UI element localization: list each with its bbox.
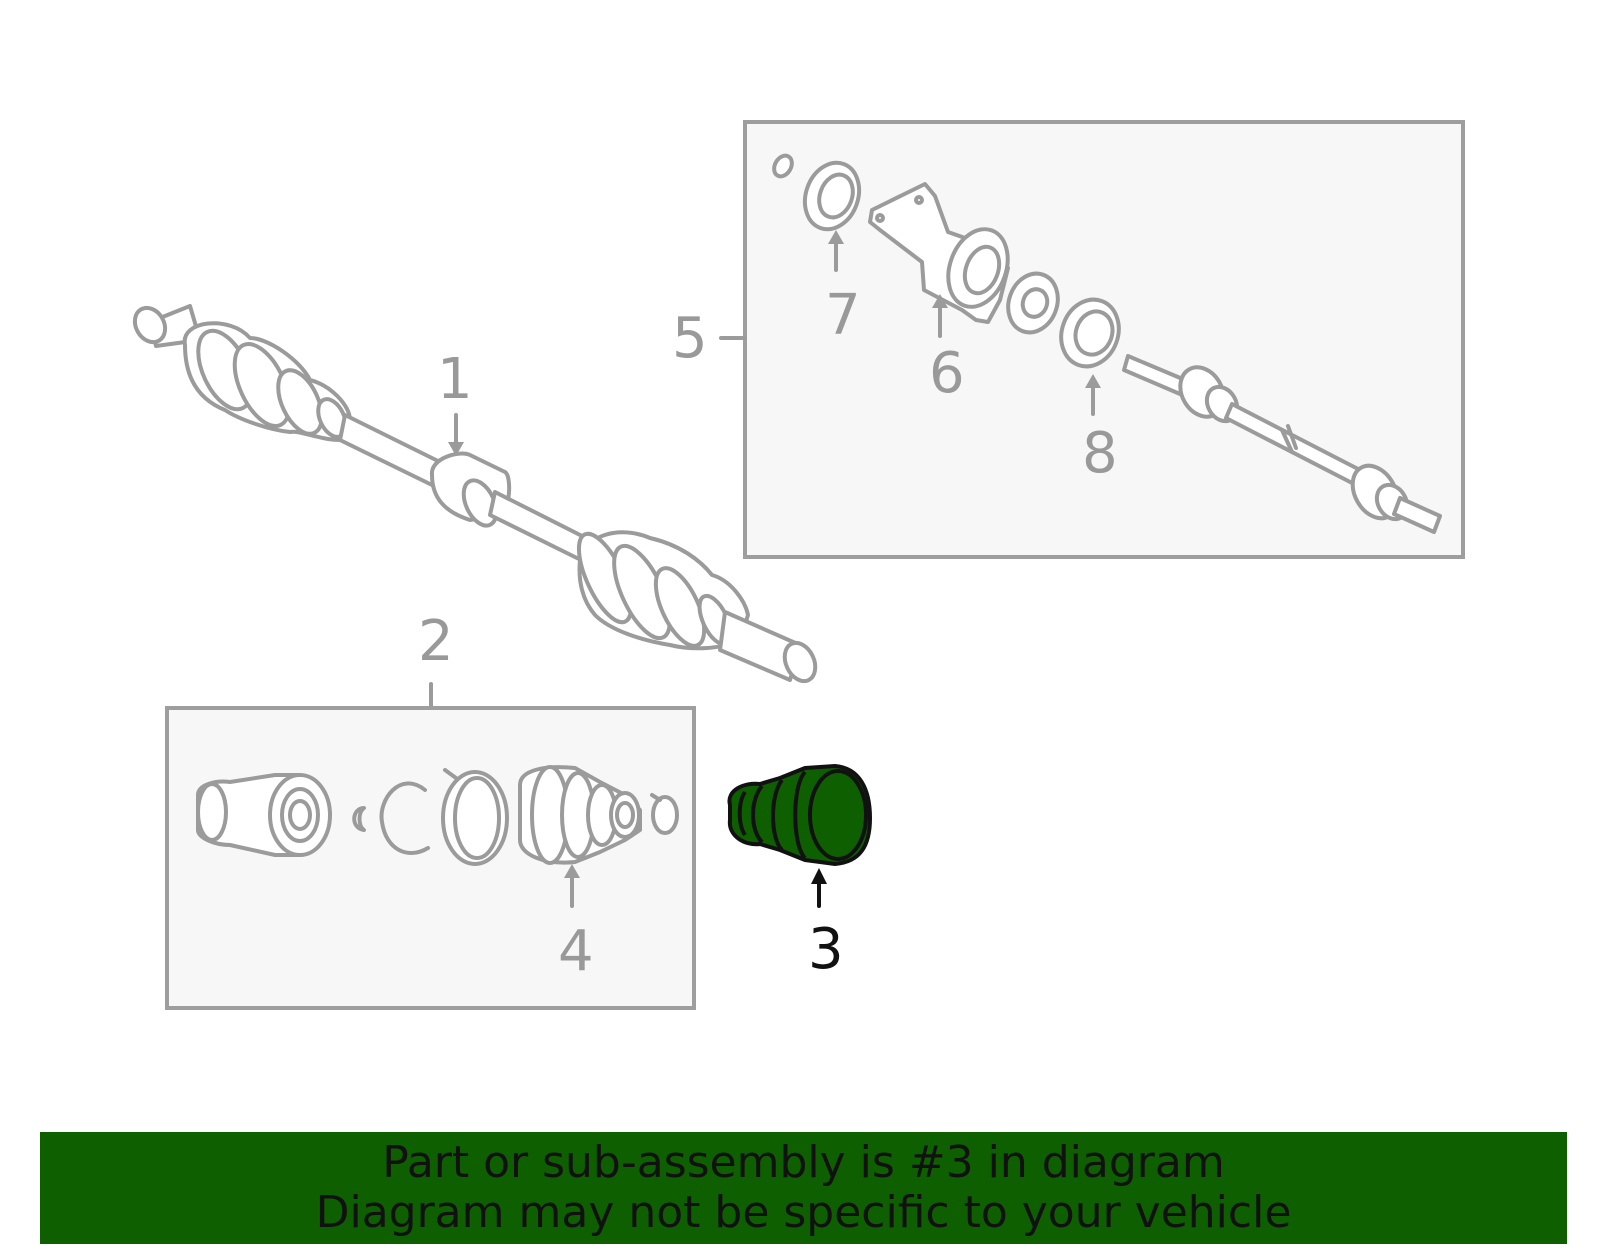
drive-axle-assembly[interactable] [129,302,821,686]
callout-8-label: 8 [1082,421,1118,486]
callout-4-label: 4 [558,919,594,984]
callout-2-box [165,706,696,1010]
callout-5-label: 5 [672,306,708,371]
info-banner: Part or sub-assembly is #3 in diagram Di… [40,1132,1567,1244]
callout-1-arrow [448,442,464,456]
callout-2-label: 2 [418,609,454,674]
intermediate-shaft-parts[interactable] [771,152,1442,534]
callout-6-arrow [932,294,948,308]
callout-7-arrow [828,230,844,244]
callout-8-arrow [1085,374,1101,388]
banner-line-1: Part or sub-assembly is #3 in diagram [382,1137,1225,1188]
callout-3-arrow [811,868,827,884]
callout-6-label: 6 [929,341,965,406]
callout-1-label: 1 [437,347,473,412]
callout-3-label: 3 [808,917,844,982]
joint-kit-parts[interactable] [196,765,679,866]
callout-7-label: 7 [825,283,861,348]
highlighted-part-3-boot[interactable] [727,764,872,866]
banner-line-2: Diagram may not be specific to your vehi… [315,1187,1292,1238]
callout-4-arrow [564,864,580,878]
